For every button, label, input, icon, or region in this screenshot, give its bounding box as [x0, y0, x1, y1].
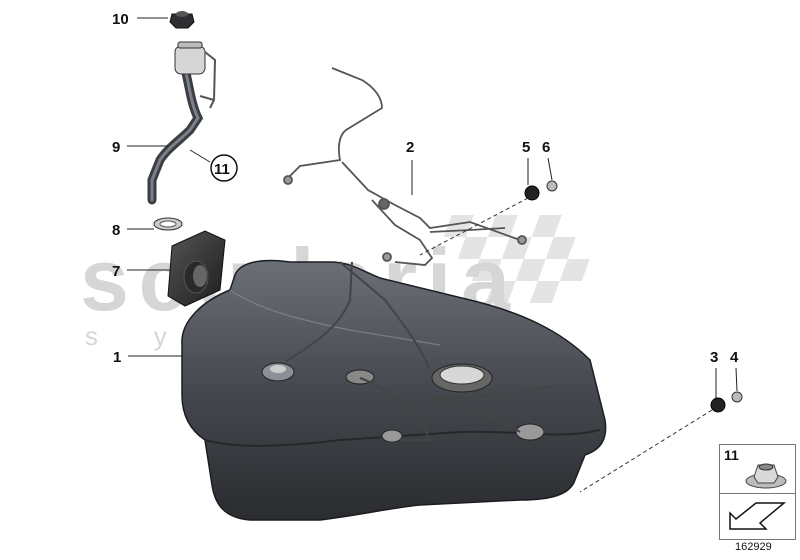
callout-10: 10: [112, 11, 129, 28]
fuel-line-assembly: [283, 67, 527, 266]
diagram-reference-number: 162929: [735, 541, 772, 553]
grommet-top: [524, 180, 558, 201]
callout-1: 1: [113, 349, 121, 366]
inset-part-label: 11: [724, 447, 739, 463]
tank-fuel-lines: [284, 261, 556, 441]
callout-7: 7: [112, 263, 120, 280]
callout-8: 8: [112, 222, 120, 239]
filler-neck: [147, 41, 217, 205]
leader-lines: [127, 17, 738, 398]
assembly-dash-lines: [419, 197, 713, 493]
fuel-cap: [169, 11, 195, 29]
callout-11-circle: [210, 154, 238, 182]
flange-nut-icon: [745, 463, 787, 489]
callout-5: 5: [522, 139, 530, 156]
filler-grommet: [167, 230, 226, 307]
callout-9: 9: [112, 139, 120, 156]
fuel-tank: [181, 259, 607, 521]
grommet-right: [710, 391, 743, 413]
callout-6: 6: [542, 139, 550, 156]
callout-11: 11: [214, 161, 230, 178]
callout-3: 3: [710, 349, 718, 366]
hose-clamp: [153, 217, 183, 231]
inset-box: 11: [719, 444, 796, 540]
watermark-checker-flag: [443, 215, 590, 303]
callout-2: 2: [406, 139, 414, 156]
callout-4: 4: [730, 349, 739, 366]
arrow-icon: [729, 502, 787, 530]
inset-divider: [720, 493, 795, 494]
